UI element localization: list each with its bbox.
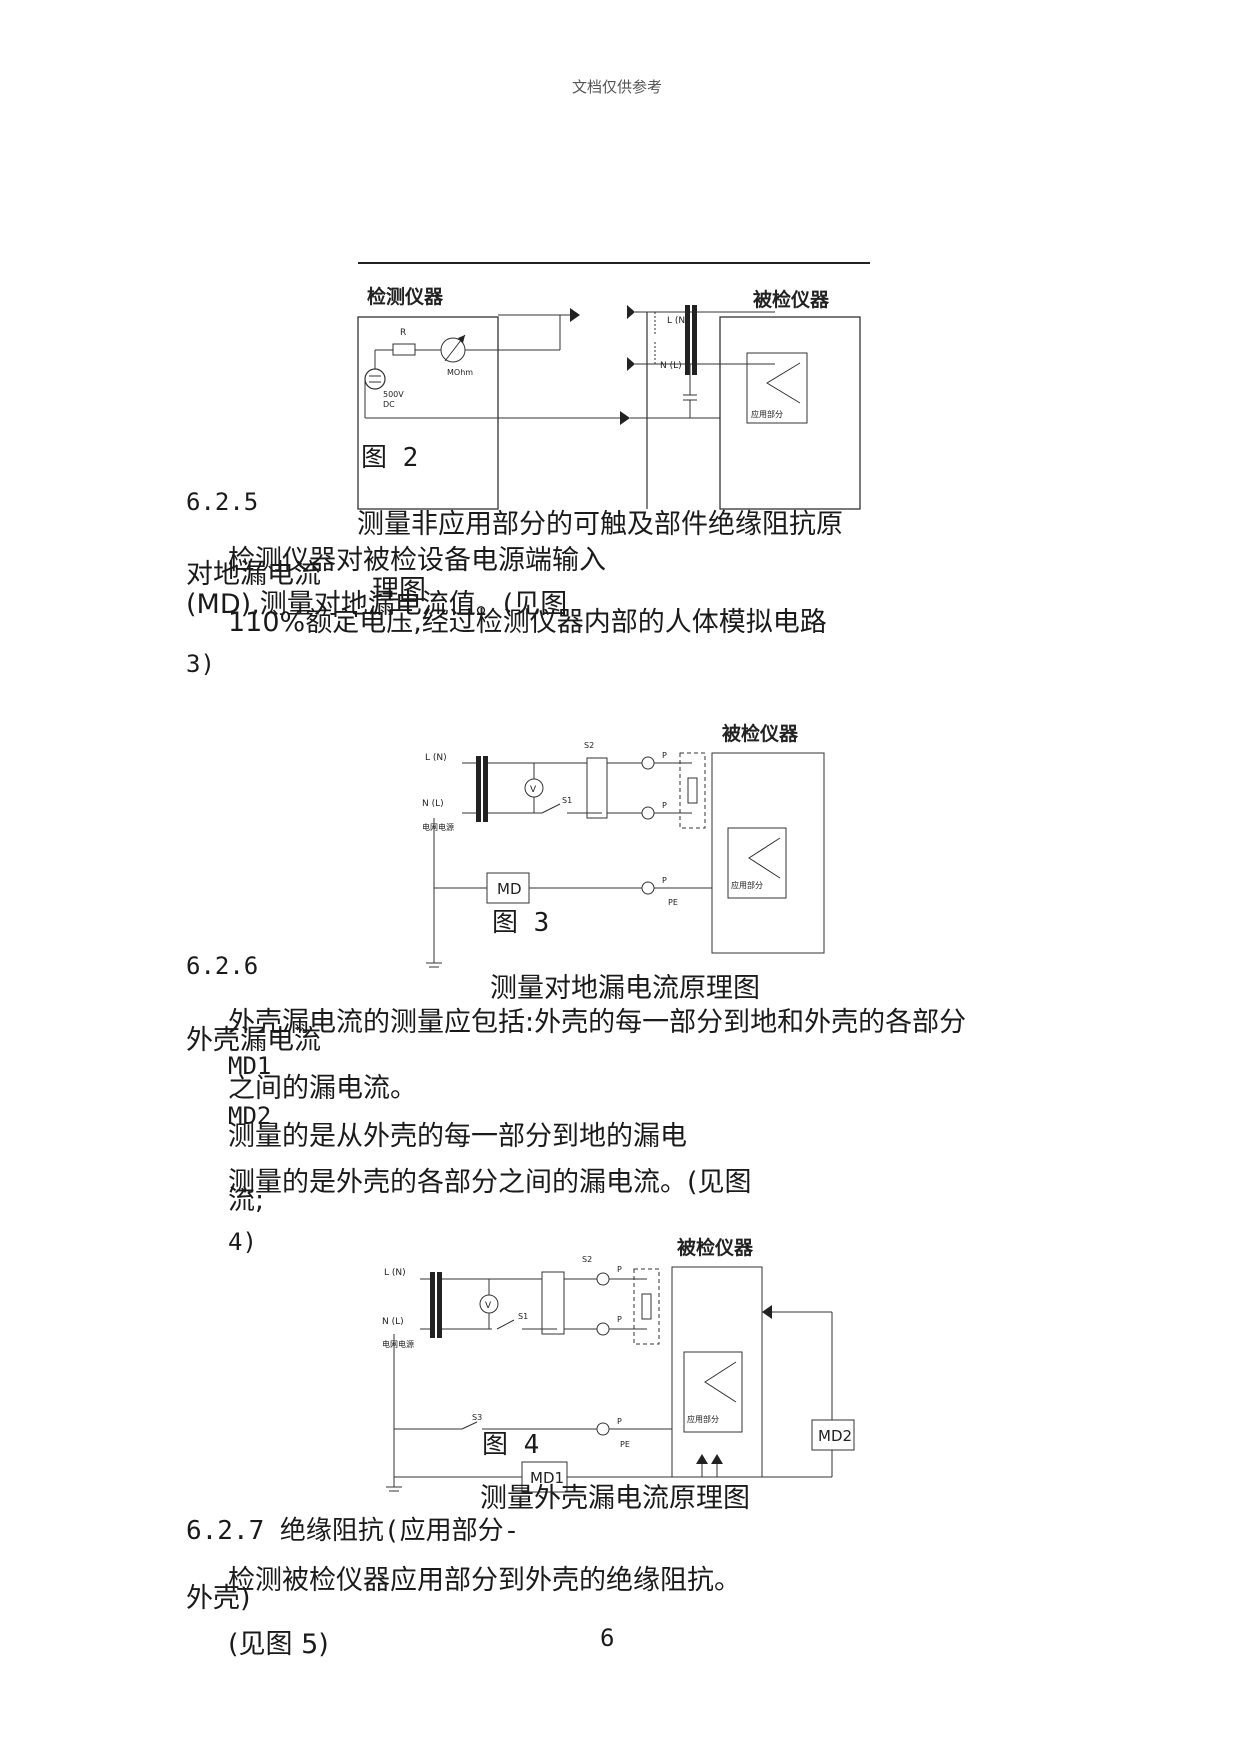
svg-text:L (N): L (N): [667, 316, 689, 326]
section-625-line3: 110%额定电压,经过检测仪器内部的人体模拟电路: [228, 607, 827, 638]
svg-text:500V: 500V: [383, 390, 404, 399]
svg-text:P: P: [617, 1315, 622, 1324]
svg-text:电网电源: 电网电源: [382, 1339, 414, 1349]
svg-text:P: P: [662, 751, 667, 760]
fig2-title-a: 测量非应用部分的可触及部件绝缘阻抗原: [357, 509, 843, 540]
section-626-number: 6.2.6: [186, 952, 259, 980]
svg-text:P: P: [617, 1417, 622, 1426]
section-625-line1: 检测仪器对被检设备电源端输入: [228, 545, 606, 576]
figure-2-diagram: 检测仪器 被检仪器 500V DC R MOhm L (N) N (L) 应用部…: [357, 262, 870, 510]
fig4-title: 测量外壳漏电流原理图: [480, 1483, 750, 1514]
svg-text:S2: S2: [584, 741, 594, 750]
fig4-caption: 图 4: [482, 1430, 540, 1460]
svg-text:V: V: [530, 785, 537, 795]
svg-text:S1: S1: [562, 796, 572, 805]
svg-text:被检仪器: 被检仪器: [722, 722, 799, 745]
svg-text:PE: PE: [620, 1440, 630, 1449]
svg-text:MD2: MD2: [818, 1427, 852, 1445]
section-627-line2: (见图 5): [228, 1629, 329, 1660]
svg-text:应用部分: 应用部分: [687, 1414, 719, 1424]
figure-4-diagram: 被检仪器 L (N) N (L) 电网电源 V S1 S2 P P 应用部分 S…: [382, 1236, 855, 1493]
svg-text:应用部分: 应用部分: [751, 409, 783, 419]
svg-text:MD1: MD1: [530, 1469, 564, 1487]
section-626-line1: 外壳漏电流的测量应包括:外壳的每一部分到地和外壳的各部分: [228, 1007, 967, 1038]
fig2-caption: 图 2: [361, 443, 419, 473]
section-626-line4: 测量的是外壳的各部分之间的漏电流。(见图: [228, 1167, 752, 1198]
section-626-title: 外壳漏电流: [186, 1025, 321, 1056]
section-625-number: 6.2.5: [186, 488, 259, 516]
svg-text:N (L): N (L): [422, 799, 444, 809]
svg-text:PE: PE: [668, 898, 678, 907]
section-625-line2: (MD),测量对地漏电流值。(见图: [186, 589, 568, 620]
fig2-r-label: R: [400, 328, 406, 338]
fig3-caption: 图 3: [492, 908, 550, 938]
fig2-right-title: 被检仪器: [753, 288, 830, 311]
section-627-line1: 检测被检仪器应用部分到外壳的绝缘阻抗。: [228, 1565, 741, 1596]
section-626-md2: MD2: [228, 1102, 272, 1130]
svg-text:P: P: [662, 876, 667, 885]
svg-text:N (L): N (L): [382, 1317, 404, 1327]
section-626-line2: 之间的漏电流。: [228, 1073, 417, 1104]
svg-text:P: P: [662, 801, 667, 810]
svg-text:N (L): N (L): [660, 361, 682, 371]
page-header: 文档仅供参考: [572, 78, 663, 96]
page-number: 6: [600, 1624, 615, 1652]
svg-text:V: V: [485, 1301, 492, 1311]
svg-text:被检仪器: 被检仪器: [677, 1236, 754, 1259]
svg-text:L (N): L (N): [425, 753, 447, 763]
section-626-md1: MD1: [228, 1052, 272, 1080]
section-626-line3: 测量的是从外壳的每一部分到地的漏电: [228, 1121, 687, 1152]
section-626-line6: 4): [228, 1228, 257, 1256]
section-625-title: 对地漏电流: [186, 559, 321, 590]
svg-text:P: P: [617, 1265, 622, 1274]
figure-3-diagram: 被检仪器 L (N) N (L) 电网电源 V S1 S2 P P 应用部分 M…: [422, 722, 825, 968]
section-627-title-end: 外壳): [186, 1583, 251, 1614]
svg-text:应用部分: 应用部分: [731, 880, 763, 890]
svg-text:DC: DC: [383, 400, 395, 409]
fig3-title: 测量对地漏电流原理图: [490, 973, 760, 1004]
svg-text:MD: MD: [497, 880, 522, 898]
svg-text:L (N): L (N): [384, 1268, 406, 1278]
section-626-line5: 流;: [228, 1185, 265, 1216]
fig2-title-b: 理图: [372, 575, 426, 606]
svg-text:S1: S1: [518, 1312, 528, 1321]
svg-text:MOhm: MOhm: [447, 368, 473, 377]
svg-text:S3: S3: [472, 1413, 482, 1422]
fig2-left-title: 检测仪器: [367, 285, 444, 308]
section-627-heading: 6.2.7 绝缘阻抗(应用部分-: [186, 1516, 520, 1546]
svg-text:电网电源: 电网电源: [422, 822, 454, 832]
svg-text:S2: S2: [582, 1255, 592, 1264]
section-625-line4: 3): [186, 650, 215, 678]
